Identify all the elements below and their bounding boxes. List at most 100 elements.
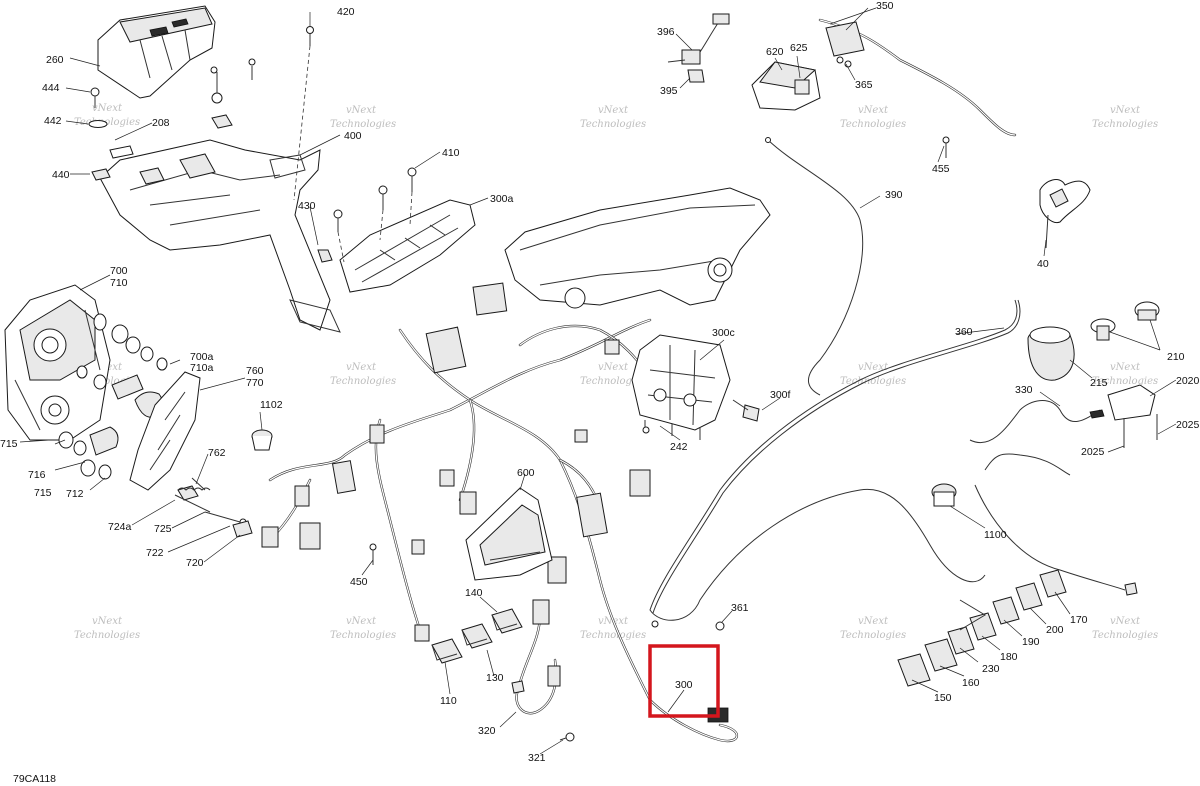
callout-40: 40 [1037, 258, 1049, 270]
svg-text:vNext: vNext [598, 105, 629, 116]
callout-1102: 1102 [260, 399, 283, 411]
switch-1100 [931, 483, 957, 507]
callout-725: 725 [154, 523, 172, 535]
callout-1100: 1100 [984, 529, 1007, 541]
highlight-box [648, 644, 720, 718]
svg-text:vNext: vNext [346, 616, 377, 627]
svg-text:vNext: vNext [598, 362, 629, 373]
fasteners-center [369, 426, 725, 631]
callout-2020: 2020 [1176, 375, 1200, 387]
callout-450: 450 [350, 576, 368, 588]
callout-400: 400 [344, 130, 362, 142]
callout-230: 230 [982, 663, 1000, 675]
callout-300a: 300a [490, 193, 514, 205]
harness-connectors [261, 282, 729, 723]
callout-716: 716 [28, 469, 46, 481]
callout-440: 440 [52, 169, 70, 181]
callout-762: 762 [208, 447, 226, 459]
callout-350: 350 [876, 0, 894, 12]
svg-text:Technologies: Technologies [580, 376, 646, 387]
callout-300c: 300c [712, 327, 735, 339]
svg-text:vNext: vNext [346, 362, 377, 373]
svg-text:vNext: vNext [1110, 616, 1141, 627]
callout-620: 620 [766, 46, 784, 58]
svg-text:Technologies: Technologies [580, 119, 646, 130]
svg-text:Technologies: Technologies [1092, 119, 1158, 130]
callout-180: 180 [1000, 651, 1018, 663]
svg-text:Technologies: Technologies [330, 376, 396, 387]
callout-140: 140 [465, 587, 483, 599]
svg-text:vNext: vNext [1110, 105, 1141, 116]
callout-430: 430 [298, 200, 316, 212]
callout-444: 444 [42, 82, 60, 94]
callout-2025: 2025 [1176, 419, 1200, 431]
callout-760: 760 [246, 365, 264, 377]
callout-110: 110 [440, 695, 457, 707]
bracket-400 [99, 139, 341, 333]
callout-625: 625 [790, 42, 808, 54]
svg-text:Technologies: Technologies [74, 117, 140, 128]
fasteners-top-left [88, 26, 333, 263]
fob-2020 [1089, 384, 1158, 448]
svg-text:vNext: vNext [858, 362, 889, 373]
callout-395: 395 [660, 85, 678, 97]
cluster-600 [465, 487, 553, 581]
connector-396 [667, 13, 730, 83]
switch-40 [1039, 179, 1091, 249]
callout-200: 200 [1046, 624, 1064, 636]
callout-715: 715 [0, 438, 18, 450]
bracket-760 [129, 371, 206, 501]
module-620 [751, 61, 821, 111]
svg-text:vNext: vNext [92, 616, 123, 627]
callout-455: 455 [932, 163, 950, 175]
callout-390: 390 [885, 189, 903, 201]
callout-361: 361 [731, 602, 749, 614]
callout-130: 130 [486, 672, 504, 684]
callout-600: 600 [517, 467, 535, 479]
switch-stack [897, 569, 1067, 687]
callout-190: 190 [1022, 636, 1040, 648]
cover-260 [97, 5, 216, 99]
callout-396: 396 [657, 26, 675, 38]
grommet-1102 [251, 429, 273, 451]
callout-215: 215 [1090, 377, 1108, 389]
svg-text:Technologies: Technologies [330, 119, 396, 130]
callout-712: 712 [66, 488, 84, 500]
callout-260: 260 [46, 54, 64, 66]
callout-242: 242 [670, 441, 688, 453]
svg-text:Technologies: Technologies [1092, 376, 1158, 387]
diagram-code: 79CA118 [13, 773, 56, 785]
callout-420: 420 [337, 6, 355, 18]
callout-2025: 2025 [1081, 446, 1105, 458]
callout-365: 365 [855, 79, 873, 91]
callout-300: 300 [675, 679, 693, 691]
callout-160: 160 [962, 677, 980, 689]
callout-170: 170 [1070, 614, 1088, 626]
svg-text:vNext: vNext [858, 616, 889, 627]
callout-700a: 700a [190, 351, 214, 363]
callout-722: 722 [146, 547, 164, 559]
svg-text:Technologies: Technologies [330, 630, 396, 641]
callout-442: 442 [44, 115, 62, 127]
harness-350 [818, 18, 1017, 158]
svg-text:Technologies: Technologies [840, 376, 906, 387]
callout-710: 710 [110, 277, 128, 289]
gauge-support-frame [504, 187, 771, 309]
callout-labels: 420 260 444 442 208 440 400 410 300a 430… [0, 0, 1200, 764]
svg-text:Technologies: Technologies [580, 630, 646, 641]
callout-210: 210 [1167, 351, 1185, 363]
callout-770: 770 [246, 377, 264, 389]
svg-text:Technologies: Technologies [1092, 630, 1158, 641]
fuse-relays-110-140 [431, 608, 523, 664]
svg-text:Technologies: Technologies [840, 119, 906, 130]
leader-lines [19, 7, 1177, 755]
